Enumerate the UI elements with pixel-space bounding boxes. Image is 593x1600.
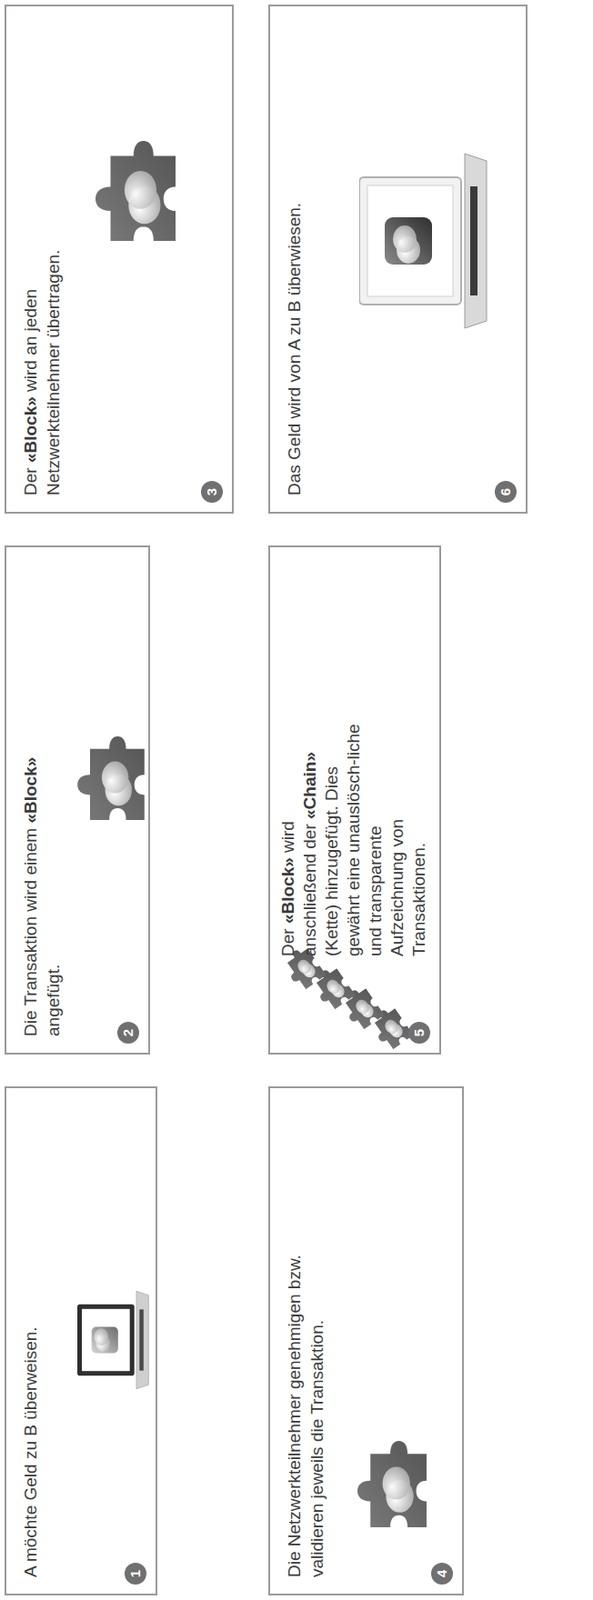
laptop-illustration — [359, 153, 487, 329]
text-run: «Block» — [278, 857, 298, 925]
panel-text: Die Netzwerkteilnehmer genehmigen bzw. v… — [282, 1232, 329, 1578]
text-run: Der — [20, 462, 41, 496]
callout-number: 3 — [201, 481, 223, 503]
text-run: Die Netzwerkteilnehmer genehmigen bzw. v… — [284, 1255, 327, 1578]
text-run: «Block» — [20, 757, 41, 825]
panel-frame: Die Netzwerkteilnehmer genehmigen bzw. v… — [270, 1088, 463, 1595]
process-box: Die Transaktion wird einem «Block» angef… — [4, 545, 151, 1056]
text-run: (Kette) hinzugefügt. Dies gewährt eine u… — [321, 723, 429, 957]
process-box: Die Netzwerkteilnehmer genehmigen bzw. v… — [268, 1086, 464, 1597]
panel-text: Der «Block» wird an jeden Netzwerkteilne… — [19, 222, 65, 496]
block-illustration — [357, 1441, 427, 1528]
panel-frame: Der «Block» wird anschließend der «Chain… — [270, 547, 440, 1054]
panel-text: Der «Block» wird anschließend der «Chain… — [277, 722, 431, 957]
text-run: Der — [278, 924, 298, 957]
panel-text: Die Transaktion wird einem «Block» angef… — [19, 709, 65, 1037]
panel-frame: Der «Block» wird an jeden Netzwerkteilne… — [6, 6, 232, 513]
panel-frame: Die Transaktion wird einem «Block» angef… — [6, 547, 149, 1054]
laptop-illustration — [77, 1291, 149, 1390]
chain-illustration — [279, 944, 414, 1054]
callout-number: 1 — [124, 1563, 147, 1586]
panel-text: Das Geld wird von A zu B überwiesen. — [282, 59, 306, 496]
process-box: A möchte Geld zu B überweisen. 1 — [4, 1086, 158, 1597]
callout-number: 2 — [117, 1022, 140, 1045]
text-run: A möchte Geld zu B überweisen. — [20, 1326, 41, 1578]
panel-frame: A möchte Geld zu B überweisen. 1 — [6, 1088, 156, 1595]
block-illustration — [95, 140, 176, 242]
text-run: Die Transaktion wird einem — [20, 824, 41, 1037]
process-box: Der «Block» wird an jeden Netzwerkteilne… — [4, 4, 234, 514]
process-box: Der «Block» wird anschließend der «Chain… — [268, 545, 442, 1056]
panel-frame: Das Geld wird von A zu B überwiesen. 6 — [270, 6, 526, 513]
block-illustration — [77, 736, 145, 821]
panel-text: A möchte Geld zu B überweisen. — [19, 1141, 42, 1578]
text-run: «Chain» — [300, 752, 320, 820]
callout-number: 4 — [431, 1563, 453, 1586]
text-run: Das Geld wird von A zu B überwiesen. — [284, 202, 304, 496]
text-run: «Block» — [20, 396, 41, 463]
callout-number: 6 — [494, 481, 517, 503]
callout-number: 5 — [408, 1022, 431, 1045]
text-run: angefügt. — [43, 964, 63, 1037]
process-box: Das Geld wird von A zu B überwiesen. 6 — [268, 4, 528, 514]
